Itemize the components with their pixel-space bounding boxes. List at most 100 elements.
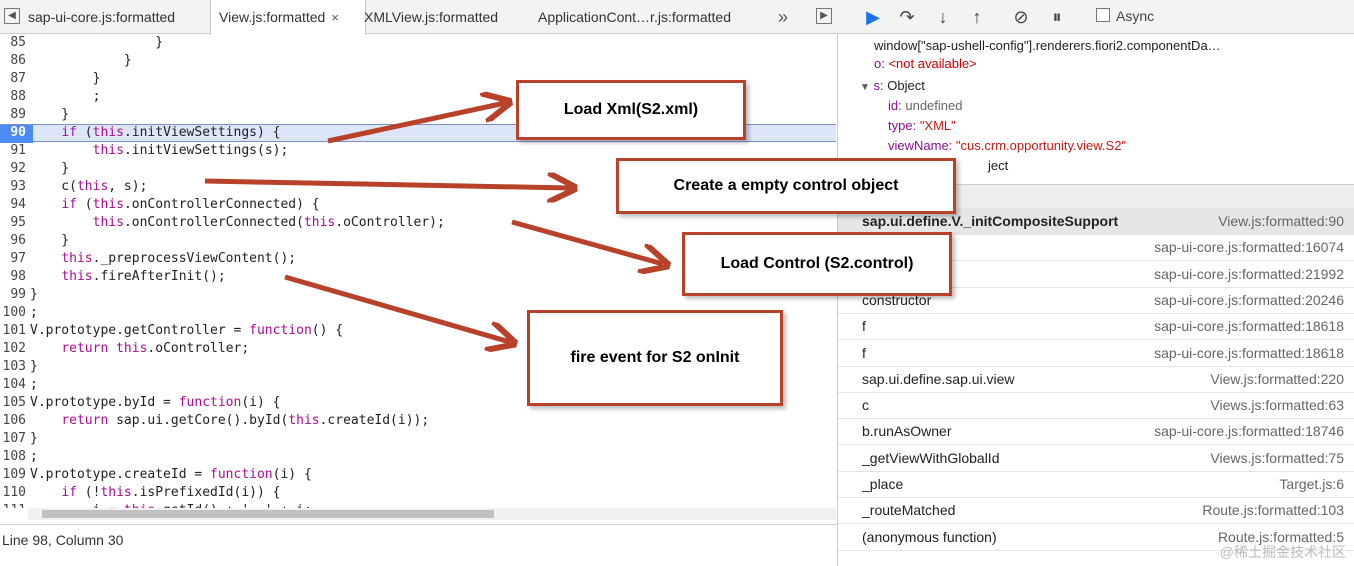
breakpoint-marker[interactable]: [0, 125, 33, 143]
line-number[interactable]: 85: [10, 35, 26, 50]
line-number[interactable]: 91: [10, 143, 26, 158]
more-tabs-icon[interactable]: »: [778, 7, 789, 27]
code-line[interactable]: 95 this.onControllerConnected(this.oCont…: [0, 214, 836, 232]
code-line[interactable]: 102 return this.oController;: [0, 340, 836, 358]
code-line[interactable]: 106 return sap.ui.getCore().byId(this.cr…: [0, 412, 836, 430]
scope-row-viewname[interactable]: viewName: "cus.crm.opportunity.view.S2": [888, 136, 1126, 156]
toggle-navigator-icon[interactable]: ◀: [4, 8, 20, 24]
frame-location[interactable]: Route.js:formatted:103: [1202, 502, 1344, 519]
line-number[interactable]: 100: [2, 305, 26, 320]
scope-row-o[interactable]: o: <not available>: [874, 54, 977, 74]
line-number[interactable]: 109: [2, 467, 26, 482]
frame-location[interactable]: sap-ui-core.js:formatted:18618: [1154, 318, 1344, 335]
frame-location[interactable]: View.js:formatted:90: [1218, 213, 1344, 229]
code-line[interactable]: 87 }: [0, 70, 836, 88]
code-line[interactable]: 93 c(this, s);: [0, 178, 836, 196]
line-number[interactable]: 111: [0, 502, 26, 508]
code-line[interactable]: 85 }: [0, 34, 836, 52]
line-number[interactable]: 93: [10, 179, 26, 194]
line-number[interactable]: 90: [10, 125, 26, 140]
scrollbar-thumb[interactable]: [42, 510, 494, 518]
line-number[interactable]: 101: [2, 323, 26, 338]
horizontal-scrollbar[interactable]: [28, 508, 836, 520]
frame-location[interactable]: Target.js:6: [1279, 476, 1344, 492]
call-frame[interactable]: sap-ui-core.js:formatted:16074: [838, 234, 1354, 262]
scope-row-type[interactable]: type: "XML": [888, 116, 956, 136]
frame-location[interactable]: View.js:formatted:220: [1210, 370, 1344, 387]
frame-location[interactable]: Views.js:formatted:75: [1210, 449, 1344, 466]
line-number[interactable]: 95: [10, 215, 26, 230]
code-line[interactable]: 107}: [0, 430, 836, 448]
toggle-debugger-icon[interactable]: ▶: [816, 8, 832, 24]
tab-sap-ui-core[interactable]: sap-ui-core.js:formatted: [28, 0, 208, 34]
line-number[interactable]: 87: [10, 71, 26, 86]
deactivate-breakpoints-icon[interactable]: ⊘: [1013, 7, 1029, 27]
close-icon[interactable]: ×: [331, 10, 339, 25]
call-frame[interactable]: sap-ui-core.js:formatted:21992: [838, 261, 1354, 288]
line-number[interactable]: 89: [10, 107, 26, 122]
code-line[interactable]: 92 }: [0, 160, 836, 178]
frame-location[interactable]: sap-ui-core.js:formatted:18618: [1154, 344, 1344, 361]
code-line[interactable]: 111 i = this.getId() + '--' + i;: [0, 502, 836, 508]
pause-on-exceptions-icon[interactable]: ⏸: [1052, 7, 1062, 27]
code-line[interactable]: 89 }: [0, 106, 836, 124]
code-line[interactable]: 98 this.fireAfterInit();: [0, 268, 836, 286]
frame-location[interactable]: sap-ui-core.js:formatted:21992: [1154, 265, 1344, 282]
line-number[interactable]: 103: [2, 359, 26, 374]
frame-location[interactable]: Views.js:formatted:63: [1210, 397, 1344, 414]
line-number[interactable]: 99: [10, 287, 26, 302]
line-number[interactable]: 104: [2, 377, 26, 392]
tab-view-js[interactable]: View.js:formatted×: [210, 0, 366, 35]
step-into-icon[interactable]: ↓: [938, 7, 948, 27]
scope-row-s[interactable]: ▼ s: Object: [860, 76, 925, 96]
code-line[interactable]: 99}: [0, 286, 836, 304]
code-line[interactable]: 91 this.initViewSettings(s);: [0, 142, 836, 160]
step-over-icon[interactable]: ↷: [899, 7, 915, 27]
step-out-icon[interactable]: ↑: [972, 7, 982, 27]
line-number[interactable]: 102: [2, 341, 26, 356]
line-number[interactable]: 105: [2, 395, 26, 410]
watch-expression[interactable]: window["sap-ushell-config"].renderers.fi…: [874, 38, 1221, 53]
frame-location[interactable]: sap-ui-core.js:formatted:16074: [1154, 239, 1344, 256]
scope-row-id[interactable]: id: undefined: [888, 96, 962, 116]
line-number[interactable]: 86: [10, 53, 26, 68]
expand-triangle-icon[interactable]: ▼: [860, 82, 870, 93]
checkbox-icon[interactable]: [1096, 8, 1110, 22]
code-line[interactable]: 104;: [0, 376, 836, 394]
scope-row-proto[interactable]: ject: [988, 158, 1009, 173]
code-line[interactable]: 108;: [0, 448, 836, 466]
code-line[interactable]: 97 this._preprocessViewContent();: [0, 250, 836, 268]
async-checkbox[interactable]: Async: [1096, 8, 1154, 24]
line-number[interactable]: 96: [10, 233, 26, 248]
code-line[interactable]: 110 if (!this.isPrefixedId(i)) {: [0, 484, 836, 502]
frame-location[interactable]: sap-ui-core.js:formatted:20246: [1154, 291, 1344, 308]
resume-icon[interactable]: ▶: [866, 7, 880, 27]
code-line[interactable]: 100;: [0, 304, 836, 322]
frame-location[interactable]: sap-ui-core.js:formatted:18746: [1154, 423, 1344, 440]
code-line[interactable]: 103}: [0, 358, 836, 376]
tab-applicationcontroller-js[interactable]: ApplicationCont…r.js:formatted: [538, 0, 748, 34]
line-number[interactable]: 92: [10, 161, 26, 176]
line-number[interactable]: 98: [10, 269, 26, 284]
line-number[interactable]: 88: [10, 89, 26, 104]
code-line[interactable]: 96 }: [0, 232, 836, 250]
call-frame[interactable]: (anonymous function)Route.js:formatted:5: [838, 524, 1354, 551]
code-line[interactable]: 88 ;: [0, 88, 836, 106]
line-number[interactable]: 108: [2, 449, 26, 464]
frame-location[interactable]: Route.js:formatted:5: [1217, 528, 1344, 545]
code-line[interactable]: 86 }: [0, 52, 836, 70]
tab-xmlview-js[interactable]: XMLView.js:formatted: [364, 0, 530, 34]
line-number[interactable]: 107: [2, 431, 26, 446]
line-number[interactable]: 106: [2, 413, 26, 428]
